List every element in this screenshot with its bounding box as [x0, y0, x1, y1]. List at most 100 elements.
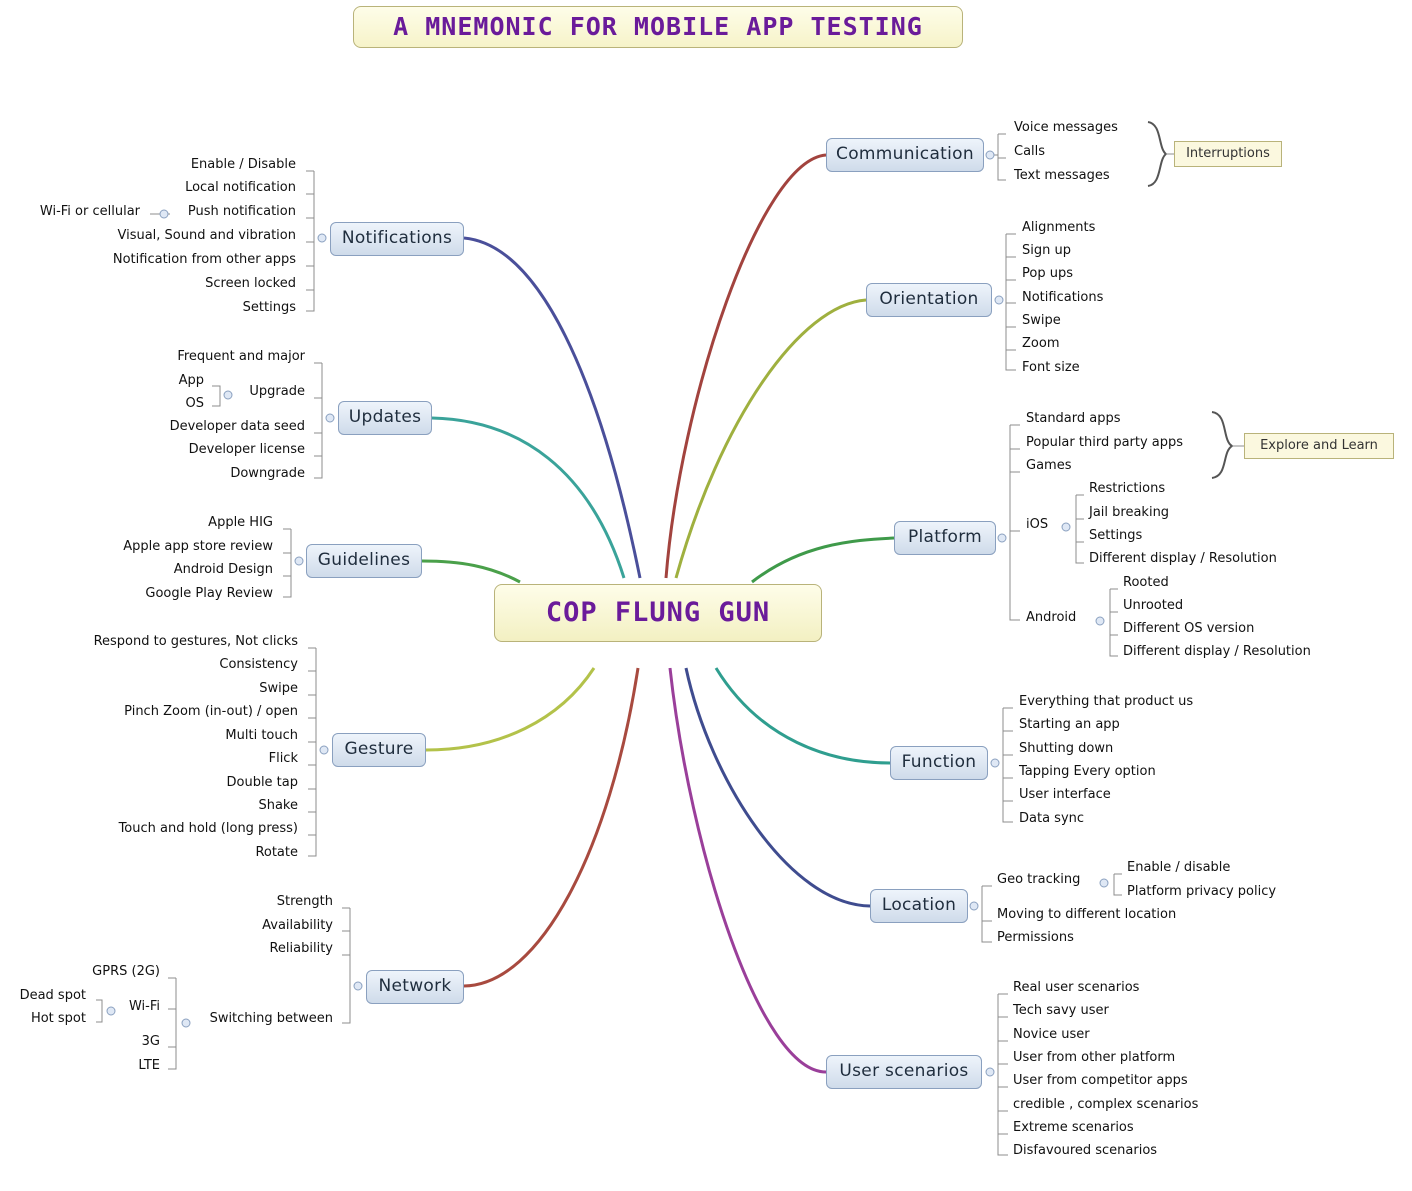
- bracket-gesture: [308, 647, 317, 857]
- location-geo-label: Geo tracking: [997, 872, 1081, 887]
- collapse-dot-user-scenarios[interactable]: [985, 1067, 995, 1077]
- list-item: Touch and hold (long press): [118, 821, 298, 836]
- list-item: Apple app store review: [123, 539, 273, 554]
- collapse-dot-network[interactable]: [353, 981, 363, 991]
- list-item: Flick: [268, 751, 298, 766]
- node-location[interactable]: Location: [870, 889, 968, 923]
- list-item: Voice messages: [1014, 120, 1118, 135]
- bracket-network-switching: [168, 977, 177, 1070]
- list-item: Alignments: [1022, 220, 1096, 235]
- list-item: Upgrade: [249, 384, 305, 399]
- list-item: credible , complex scenarios: [1013, 1097, 1199, 1112]
- collapse-dot-platform[interactable]: [997, 533, 1007, 543]
- platform-android-label: Android: [1026, 610, 1077, 625]
- branch-line-orientation: [674, 298, 867, 579]
- list-item: Strength: [276, 894, 333, 909]
- list-item: Standard apps: [1026, 411, 1121, 426]
- central-node[interactable]: COP FLUNG GUN: [494, 584, 822, 642]
- bracket-notifications: [306, 170, 315, 312]
- collapse-dot-switching[interactable]: [181, 1018, 191, 1028]
- node-network[interactable]: Network: [366, 970, 464, 1004]
- bracket-guidelines: [283, 528, 292, 598]
- collapse-dot-orientation[interactable]: [994, 295, 1004, 305]
- list-item: Zoom: [1022, 336, 1060, 351]
- node-function[interactable]: Function: [890, 746, 988, 780]
- branch-line-communication: [664, 153, 827, 579]
- list-item: Visual, Sound and vibration: [117, 228, 296, 243]
- list-item: Android Design: [173, 562, 273, 577]
- list-item: Wi-Fi: [128, 999, 160, 1014]
- list-item: Different OS version: [1123, 621, 1255, 636]
- brace-communication: [1147, 121, 1168, 187]
- list-item: Moving to different location: [997, 907, 1177, 922]
- central-node-text: COP FLUNG GUN: [545, 597, 771, 628]
- branch-line-function: [714, 667, 891, 765]
- bracket-platform-android: [1109, 588, 1118, 657]
- node-user-scenarios[interactable]: User scenarios: [826, 1055, 982, 1089]
- branch-line-platform: [751, 536, 895, 584]
- tag-explore-and-learn: Explore and Learn: [1244, 433, 1394, 459]
- list-item: Real user scenarios: [1013, 980, 1140, 995]
- list-item: Google Play Review: [145, 586, 273, 601]
- list-item: Push notification: [187, 204, 296, 219]
- list-item: Enable / disable: [1127, 860, 1231, 875]
- bracket-updates: [314, 362, 323, 479]
- bracket-network-wifi: [96, 999, 103, 1023]
- collapse-dot-gesture[interactable]: [319, 745, 329, 755]
- collapse-dot-ios[interactable]: [1061, 522, 1071, 532]
- collapse-dot-updates[interactable]: [325, 413, 335, 423]
- list-item: Swipe: [1022, 313, 1061, 328]
- list-item: Switching between: [209, 1011, 333, 1026]
- list-item: Shake: [258, 798, 298, 813]
- list-item: 3G: [141, 1034, 160, 1049]
- node-guidelines[interactable]: Guidelines: [306, 544, 422, 578]
- node-gesture[interactable]: Gesture: [332, 733, 426, 767]
- list-item: Permissions: [997, 930, 1074, 945]
- collapse-dot-upgrade[interactable]: [223, 390, 233, 400]
- node-updates[interactable]: Updates: [338, 401, 432, 435]
- node-orientation[interactable]: Orientation: [866, 283, 992, 317]
- list-item: User from other platform: [1013, 1050, 1176, 1065]
- list-item: Shutting down: [1019, 741, 1114, 756]
- list-item: Reliability: [269, 941, 333, 956]
- list-item: Swipe: [259, 681, 298, 696]
- collapse-dot-notifications[interactable]: [317, 233, 327, 243]
- collapse-dot-communication[interactable]: [985, 150, 995, 160]
- list-item: Jail breaking: [1089, 505, 1170, 520]
- list-item: Availability: [262, 918, 333, 933]
- bracket-platform: [1009, 424, 1020, 621]
- collapse-dot-geo[interactable]: [1099, 878, 1109, 888]
- node-notifications[interactable]: Notifications: [330, 222, 464, 256]
- branch-line-guidelines: [421, 559, 521, 584]
- list-item: Settings: [242, 300, 296, 315]
- list-item: Text messages: [1014, 168, 1110, 183]
- list-item: Restrictions: [1089, 481, 1166, 496]
- collapse-dot-function[interactable]: [990, 758, 1000, 768]
- list-item: Local notification: [185, 180, 296, 195]
- node-platform[interactable]: Platform: [894, 521, 996, 555]
- collapse-dot-push[interactable]: [159, 209, 169, 219]
- list-item: Popular third party apps: [1026, 435, 1184, 450]
- bracket-function: [1002, 707, 1013, 823]
- bracket-platform-ios: [1075, 494, 1084, 564]
- bracket-location: [981, 885, 992, 943]
- bracket-network: [342, 907, 351, 1024]
- list-item: Hot spot: [30, 1011, 86, 1026]
- collapse-dot-wifi[interactable]: [106, 1006, 116, 1016]
- list-item: Extreme scenarios: [1013, 1120, 1134, 1135]
- list-item: Data sync: [1019, 811, 1085, 826]
- collapse-dot-location[interactable]: [969, 901, 979, 911]
- list-item: Notifications: [1022, 290, 1104, 305]
- collapse-dot-android[interactable]: [1095, 616, 1105, 626]
- list-item: Respond to gestures, Not clicks: [93, 634, 298, 649]
- list-item: Apple HIG: [208, 515, 273, 530]
- platform-ios-label: iOS: [1026, 517, 1049, 532]
- node-communication[interactable]: Communication: [826, 138, 984, 172]
- list-item: Novice user: [1013, 1027, 1090, 1042]
- collapse-dot-guidelines[interactable]: [294, 556, 304, 566]
- bracket-orientation: [1005, 233, 1016, 371]
- list-item: Calls: [1014, 144, 1046, 159]
- list-item: Frequent and major: [177, 349, 305, 364]
- list-item: Pop ups: [1022, 266, 1073, 281]
- list-item: Screen locked: [205, 276, 296, 291]
